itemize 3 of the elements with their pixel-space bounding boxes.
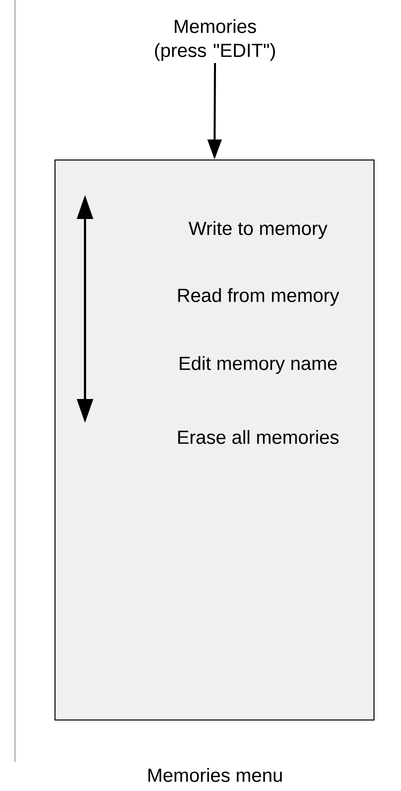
menu-box: Write to memory Read from memory Edit memory name Erase all memories: [54, 160, 374, 720]
heading-text: Memories (press "EDIT"): [155, 19, 275, 61]
caption: Memories menu: [148, 768, 282, 782]
